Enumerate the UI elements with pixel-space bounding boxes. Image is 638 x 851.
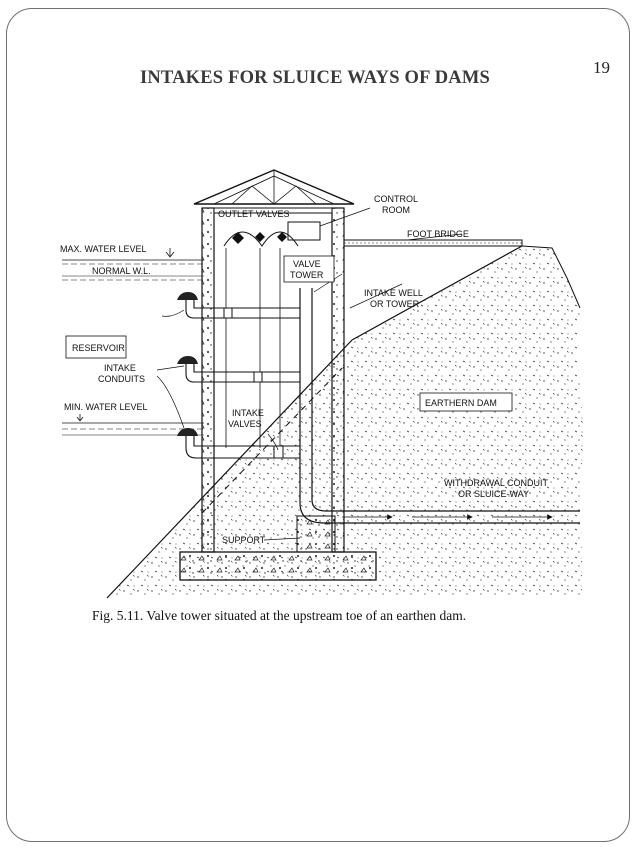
label-intake-valves-1: INTAKE: [232, 408, 264, 418]
reservoir-label-box: [65, 335, 127, 359]
page-number: 19: [593, 58, 610, 77]
label-valve-tower-1: VALVE: [293, 259, 321, 269]
valve-tower-diagram: CONTROL ROOM OUTLET VALVES FOOT BRIDGE M…: [52, 168, 592, 638]
page-title: INTAKES FOR SLUICE WAYS OF DAMS: [0, 68, 638, 89]
label-normal-wl: NORMAL W.L.: [92, 266, 151, 276]
figure-caption: Fig. 5.11. Valve tower situated at the u…: [92, 608, 466, 623]
page-title-text: INTAKES FOR SLUICE WAYS OF DAMS: [139, 68, 491, 88]
label-intake-valves-2: VALVES: [228, 419, 262, 429]
earthern-dam-label-box: [419, 392, 513, 412]
leader-lines: [156, 207, 463, 541]
water-levels: [62, 248, 204, 436]
label-intake-conduits-1: INTAKE: [104, 363, 136, 373]
intake-tower: [193, 169, 355, 553]
dam-slope-hidden-line: [201, 367, 343, 514]
label-valve-tower-2: TOWER: [290, 270, 324, 280]
diagram-labels: CONTROL ROOM OUTLET VALVES FOOT BRIDGE M…: [60, 194, 548, 545]
foot-bridge: [343, 239, 523, 247]
label-withdrawal-conduit-2: OR SLUICE-WAY: [458, 489, 529, 499]
label-max-water-level: MAX. WATER LEVEL: [60, 244, 147, 254]
earthen-dam: [106, 245, 584, 599]
diagram-svg: CONTROL ROOM OUTLET VALVES FOOT BRIDGE M…: [60, 169, 584, 623]
withdrawal-conduit: [299, 288, 580, 524]
label-reservoir: RESERVOIR: [72, 343, 125, 353]
label-earthern-dam: EARTHERN DAM: [425, 398, 497, 408]
label-intake-conduits-2: CONDUITS: [98, 374, 145, 384]
valve-tower-label-box: [283, 255, 335, 283]
label-intake-well-2: OR TOWER: [370, 299, 420, 309]
foundation: [179, 515, 377, 581]
label-foot-bridge: FOOT BRIDGE: [407, 229, 469, 239]
label-withdrawal-conduit-1: WITHDRAWAL CONDUIT: [444, 478, 548, 488]
label-min-water-level: MIN. WATER LEVEL: [64, 402, 148, 412]
label-control-room-1: CONTROL: [374, 194, 418, 204]
label-intake-well-1: INTAKE WELL: [364, 288, 423, 298]
intake-conduits: [177, 292, 300, 459]
label-control-room-2: ROOM: [382, 205, 410, 215]
label-support: SUPPORT: [222, 535, 266, 545]
label-outlet-valves: OUTLET VALVES: [218, 209, 290, 219]
